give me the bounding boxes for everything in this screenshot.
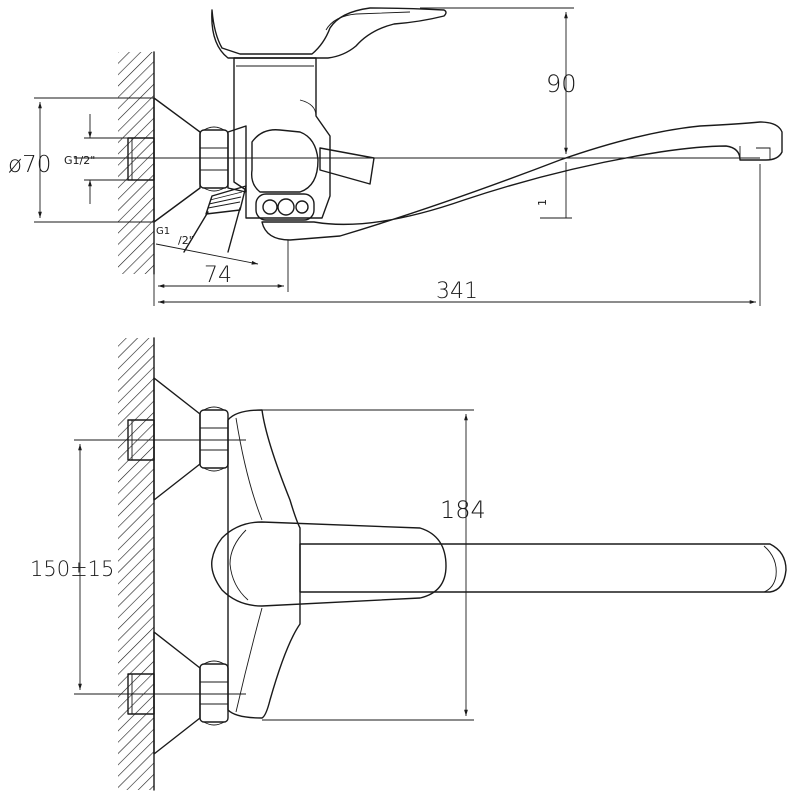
spout-swivel	[255, 193, 315, 221]
wall-hatch-bottom	[118, 338, 154, 790]
mixer-body-front	[227, 409, 301, 719]
wall-hatch-top	[118, 52, 154, 274]
mixer-body	[233, 57, 331, 219]
hex-nut-lower	[199, 660, 229, 726]
lever-handle	[211, 7, 447, 59]
escutcheon-upper	[153, 377, 201, 501]
lever-front	[211, 521, 447, 607]
dim-small-1: 1	[536, 199, 549, 206]
dim-spacing-150: 150±15	[30, 557, 114, 581]
dim-length-341: 341	[436, 279, 478, 304]
pipe-stub	[127, 137, 155, 181]
spout-front	[299, 543, 787, 593]
dim-thread-outlet-half: /2"	[178, 234, 194, 247]
shower-outlet	[183, 185, 247, 253]
dim-height-184: 184	[440, 496, 486, 524]
escutcheon-lower	[153, 631, 201, 755]
dim-thread-top: G1/2"	[64, 154, 95, 167]
front-view: 150±15 184	[30, 337, 787, 791]
dim-diameter-70: ø70	[8, 152, 51, 178]
dim-offset-74: 74	[204, 263, 232, 288]
diverter-knob	[319, 147, 375, 185]
hex-nut-top	[199, 126, 229, 192]
side-view: ø70 G1/2" G1 /2" 74 341 90 1	[8, 7, 783, 306]
hex-nut-upper	[199, 406, 229, 472]
dim-thread-outlet-g: G1	[156, 226, 170, 237]
spout-side	[261, 121, 783, 241]
escutcheon-flange	[153, 97, 201, 223]
dim-height-90: 90	[546, 70, 577, 98]
